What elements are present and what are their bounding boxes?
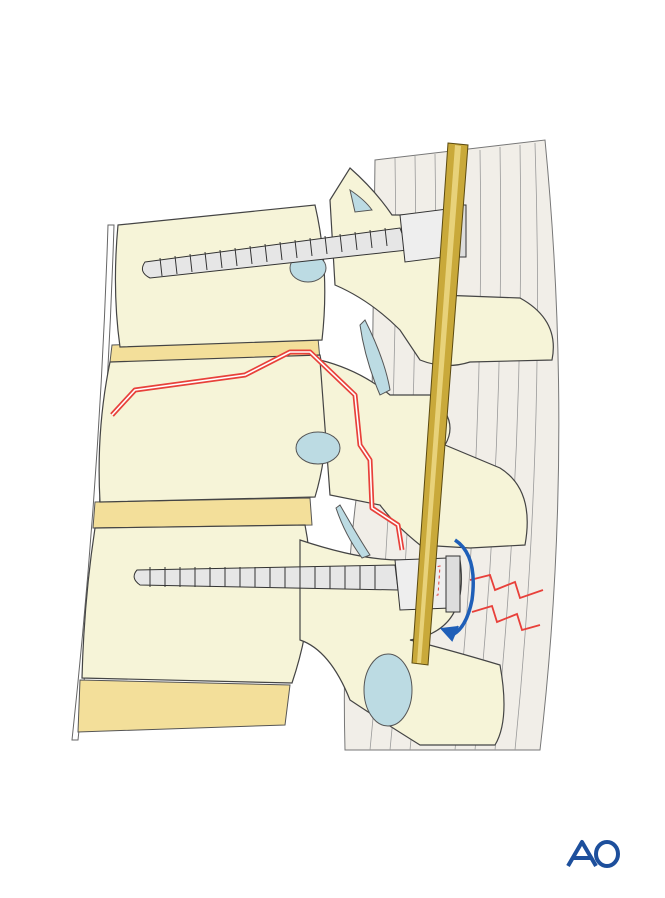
facet-cartilage <box>289 188 413 727</box>
disc-lower <box>77 679 291 733</box>
fracture-zigzag <box>469 573 544 632</box>
disc-middle <box>92 497 313 529</box>
ao-logo <box>566 840 620 868</box>
vertebral-body-upper <box>114 204 326 348</box>
rotation-arrow-icon <box>440 538 475 642</box>
vertebral-body-lower <box>81 524 311 684</box>
